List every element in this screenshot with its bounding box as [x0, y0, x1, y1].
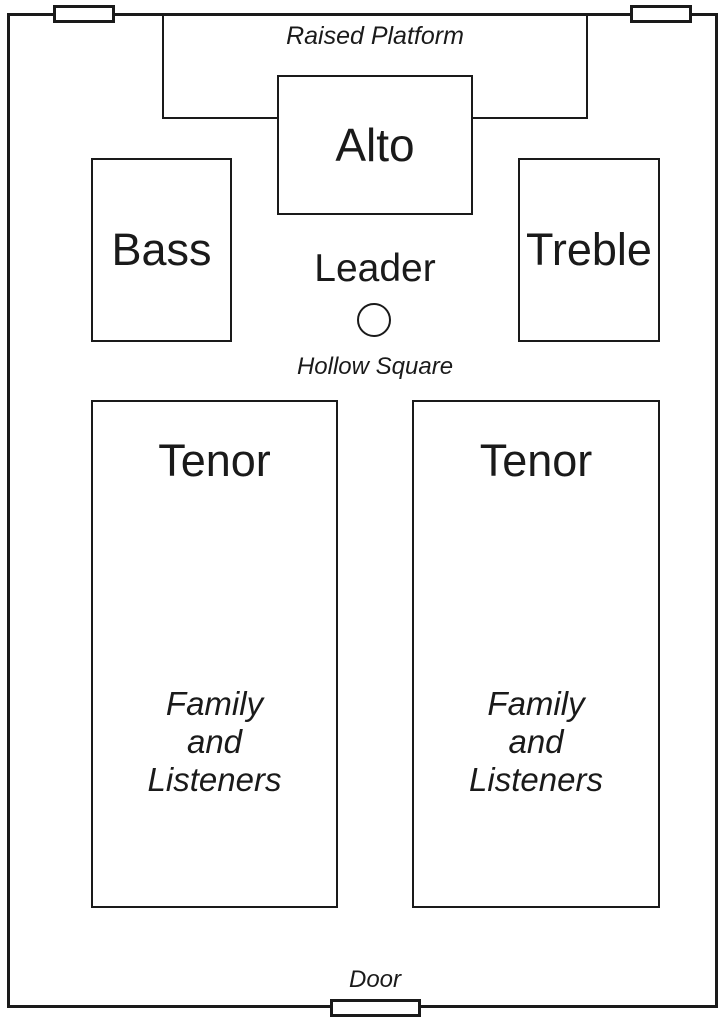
- bass-section-label: Bass: [111, 224, 212, 275]
- treble-section-label: Treble: [526, 224, 652, 275]
- audience-line: Listeners: [147, 761, 282, 798]
- window-right: [630, 5, 692, 23]
- door-opening: [330, 999, 421, 1017]
- hollow-square-label: Hollow Square: [296, 353, 454, 380]
- tenor-left-section-box: Tenor Family and Listeners: [91, 400, 338, 908]
- tenor-right-section-label: Tenor: [479, 435, 593, 486]
- raised-platform-label: Raised Platform: [286, 22, 464, 50]
- window-left: [53, 5, 115, 23]
- audience-line: and: [508, 723, 564, 760]
- alto-section-label: Alto: [335, 119, 415, 171]
- audience-line: and: [186, 723, 243, 760]
- alto-section-box: Alto: [277, 75, 473, 215]
- audience-right-text: Family and Listeners: [414, 685, 658, 799]
- bass-section-box: Bass: [91, 158, 232, 342]
- audience-line: Listeners: [469, 761, 603, 798]
- audience-line: Family: [165, 685, 264, 722]
- audience-left-text: Family and Listeners: [93, 685, 336, 799]
- leader-position-circle: [357, 303, 391, 337]
- leader-label: Leader: [314, 247, 436, 290]
- treble-section-box: Treble: [518, 158, 660, 342]
- audience-line: Family: [487, 685, 585, 722]
- tenor-right-section-box: Tenor Family and Listeners: [412, 400, 660, 908]
- tenor-left-section-label: Tenor: [158, 435, 271, 486]
- door-label: Door: [348, 966, 402, 993]
